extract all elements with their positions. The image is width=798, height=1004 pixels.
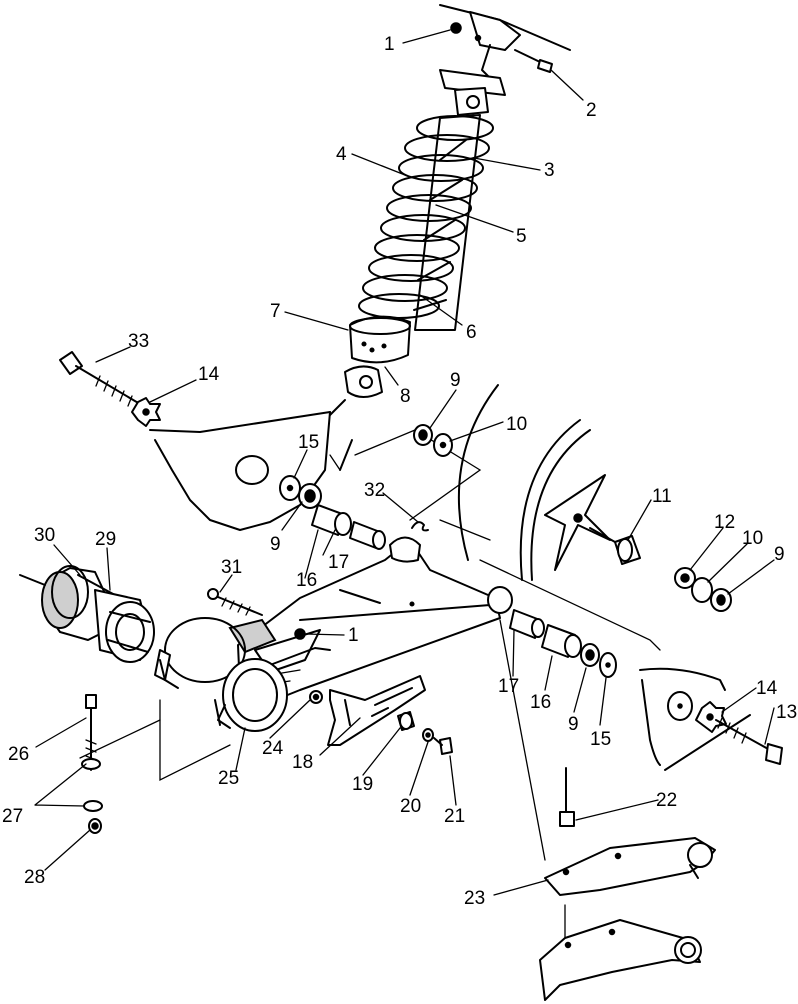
washer-27-upper	[81, 758, 101, 770]
nut-24	[309, 690, 323, 704]
nut-9-left	[298, 483, 322, 509]
callout-9-left: 9	[270, 534, 281, 555]
nut-1-lower	[294, 628, 306, 640]
callout-16-upper: 16	[296, 570, 317, 591]
bolt-33	[59, 351, 141, 407]
spacer-11	[614, 535, 641, 565]
callout-28: 28	[24, 867, 45, 888]
callout-15-left: 15	[298, 432, 319, 453]
callout-3: 3	[544, 160, 555, 181]
coil-spring	[358, 115, 494, 319]
callout-23: 23	[464, 888, 485, 909]
bushing-19	[397, 711, 415, 731]
bracket-18	[327, 675, 426, 746]
lower-arm	[539, 919, 702, 1001]
bushing-16-lower	[541, 624, 582, 658]
washer-10-right	[691, 577, 713, 603]
callout-1-upper: 1	[384, 34, 395, 55]
washer-10-upper	[433, 433, 453, 457]
clamp-ring-upper	[154, 617, 246, 689]
plate-23	[544, 837, 716, 896]
callout-17-lower: 17	[498, 676, 519, 697]
guide-lines	[79, 429, 661, 941]
leader-lines	[34, 29, 775, 896]
callout-10-right: 10	[742, 528, 763, 549]
bushing-16-upper	[311, 504, 352, 536]
callout-29: 29	[95, 529, 116, 550]
callout-17-upper: 17	[328, 552, 349, 573]
callout-9-lower: 9	[568, 714, 579, 735]
callout-7: 7	[270, 301, 281, 322]
spacer-17-upper	[349, 521, 386, 550]
callout-4: 4	[336, 144, 347, 165]
callout-30: 30	[34, 525, 55, 546]
washer-15-left	[279, 475, 301, 501]
star-washer-14-right	[695, 701, 727, 733]
callout-5: 5	[516, 226, 527, 247]
nut-28	[88, 818, 102, 834]
callout-32: 32	[364, 480, 385, 501]
callout-16-lower: 16	[530, 692, 551, 713]
callout-13: 13	[776, 702, 797, 723]
callout-14-right: 14	[756, 678, 778, 699]
swing-arm	[228, 536, 513, 701]
callout-1-lower: 1	[348, 625, 359, 646]
clip-32	[411, 521, 429, 532]
callout-12: 12	[714, 512, 735, 533]
bolt-22	[559, 767, 575, 827]
right-side-plate	[639, 667, 751, 771]
callout-9-right: 9	[774, 544, 785, 565]
bolt-31	[207, 588, 263, 616]
wheel-arc	[457, 384, 591, 581]
callout-18: 18	[292, 752, 313, 773]
callout-15-lower: 15	[590, 729, 611, 750]
callout-25: 25	[218, 768, 239, 789]
bushing-17-lower	[509, 609, 545, 639]
shock-absorber	[344, 87, 494, 398]
callout-26: 26	[8, 744, 29, 765]
callout-20: 20	[400, 796, 421, 817]
callout-33: 33	[128, 331, 149, 352]
callout-6: 6	[466, 322, 477, 343]
hub-star-11	[544, 474, 616, 571]
bearing-29	[94, 589, 155, 663]
callout-9-upper: 9	[450, 370, 461, 391]
callout-24: 24	[262, 738, 284, 759]
callout-27: 27	[2, 806, 23, 827]
nut-9-upper	[413, 424, 433, 446]
callout-14-left: 14	[198, 364, 220, 385]
callout-31: 31	[221, 557, 242, 578]
callout-labels: 1 2 3 4 5 6 7 8 33 14 9 10 15 32 11 12 1…	[2, 34, 797, 909]
washer-15-lower	[599, 652, 617, 678]
nut-9-lower	[580, 643, 600, 667]
callout-8: 8	[400, 386, 411, 407]
clamp-ring-25	[214, 658, 288, 732]
callout-2: 2	[586, 100, 597, 121]
bolt-13	[715, 717, 783, 765]
left-side-plate	[149, 399, 353, 531]
callout-11: 11	[652, 486, 672, 507]
callout-22: 22	[656, 790, 677, 811]
bolt-21	[433, 737, 453, 755]
nut-9-right	[710, 588, 732, 612]
washer-27-lower	[83, 800, 103, 812]
bolt-26	[85, 694, 97, 771]
callout-19: 19	[352, 774, 373, 795]
upper-mount-bracket	[439, 4, 571, 96]
nut-12	[674, 567, 696, 589]
callout-21: 21	[444, 806, 465, 827]
washer-20	[422, 728, 434, 742]
callout-10-upper: 10	[506, 414, 527, 435]
star-washer-14-left	[131, 397, 161, 427]
